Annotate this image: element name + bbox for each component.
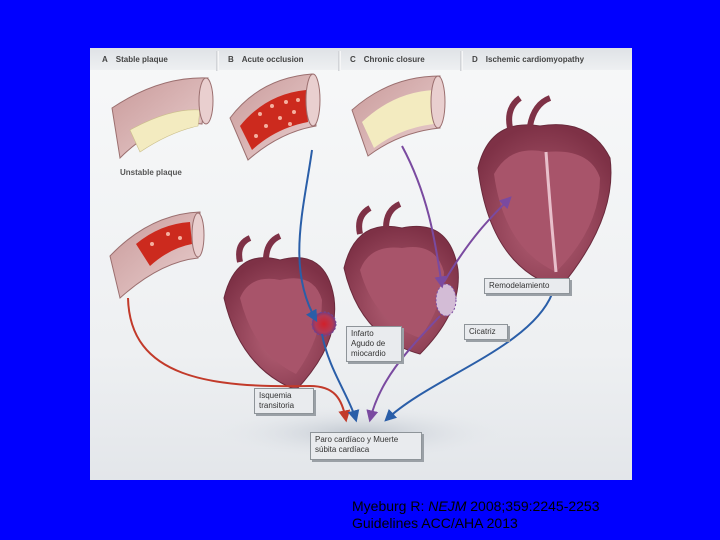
citation-line-1: Myeburg R: NEJM 2008;359:2245-2253 (352, 498, 600, 515)
citation-author: Myeburg R: (352, 498, 428, 514)
dilated-heart (478, 98, 611, 288)
citation-guidelines: Guidelines ACC/AHA 2013 (352, 515, 600, 532)
citation: Myeburg R: NEJM 2008;359:2245-2253 Guide… (352, 498, 600, 532)
remodeling-label: Remodelamiento (484, 278, 570, 294)
ischemia-label: Isquemia transitoria (254, 388, 314, 414)
unstable-plaque-label: Unstable plaque (120, 168, 182, 177)
citation-ref: 2008;359:2245-2253 (466, 498, 599, 514)
citation-journal: NEJM (428, 498, 466, 514)
chronic-closure-artery (352, 76, 445, 156)
arrest-label: Paro cardíaco y Muerte súbita cardíaca (310, 432, 422, 460)
scar-label: Cicatriz (464, 324, 508, 340)
infarct-label: Infarto Agudo de miocardio (346, 326, 402, 362)
diagram-artwork (90, 48, 632, 480)
acute-occlusion-artery (230, 74, 320, 160)
stable-plaque-artery (112, 78, 213, 158)
heart-with-infarct (224, 236, 336, 390)
figure-panel: A Stable plaque B Acute occlusion C Chro… (90, 48, 632, 480)
unstable-plaque-artery (110, 212, 204, 298)
